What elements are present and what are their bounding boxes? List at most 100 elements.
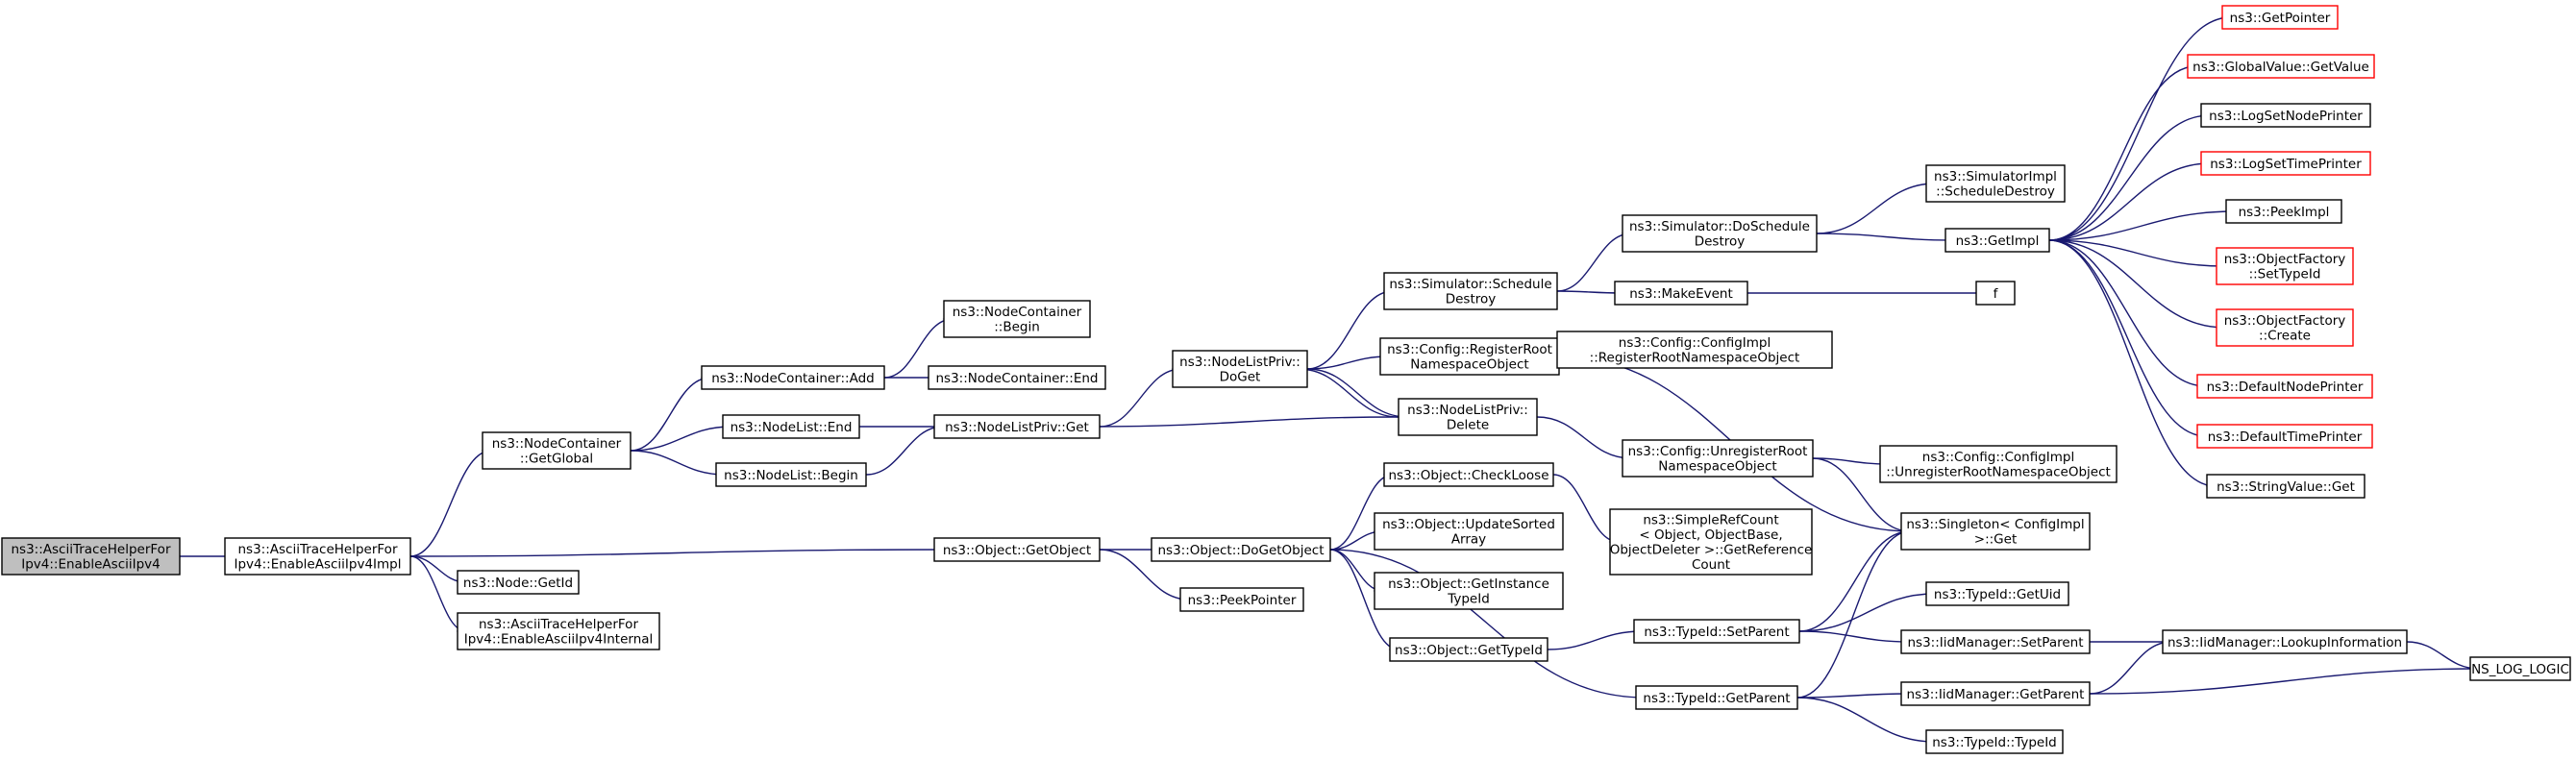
node-label: ns3::IidManager::LookupInformation	[2167, 635, 2402, 650]
node-of-set-type-id[interactable]: ns3::ObjectFactory::SetTypeId	[2216, 247, 2354, 285]
node-label: ::RegisterRootNamespaceObject	[1590, 351, 1800, 366]
node-nc-get-global[interactable]: ns3::NodeContainer::GetGlobal	[482, 431, 632, 470]
node-obj-get-object[interactable]: ns3::Object::GetObject	[933, 537, 1101, 562]
node-label: ns3::Node::GetId	[463, 576, 573, 591]
node-nc-begin[interactable]: ns3::NodeContainer::Begin	[943, 300, 1091, 338]
edge-sim-sched-destroy-to-make-event	[1556, 290, 1624, 294]
node-box	[2225, 199, 2342, 224]
node-of-create[interactable]: ns3::ObjectFactory::Create	[2216, 308, 2354, 347]
node-label: ns3::AsciiTraceHelperFor	[237, 542, 397, 557]
node-label: ns3::PeekPointer	[1188, 593, 1297, 608]
node-box	[2200, 151, 2371, 176]
node-log-set-time-printer[interactable]: ns3::LogSetTimePrinter	[2200, 151, 2371, 176]
node-sim-impl-sched-destroy[interactable]: ns3::SimulatorImpl::ScheduleDestroy	[1925, 164, 2066, 203]
node-box	[1374, 572, 1564, 610]
node-nlp-delete[interactable]: ns3::NodeListPriv::Delete	[1398, 398, 1538, 436]
node-box	[1925, 729, 2064, 754]
node-cfg-impl-reg[interactable]: ns3::Config::ConfigImpl::RegisterRootNam…	[1556, 331, 1833, 369]
node-gv-get-value[interactable]: ns3::GlobalValue::GetValue	[2187, 54, 2375, 79]
node-str-value-get[interactable]: ns3::StringValue::Get	[2206, 474, 2365, 499]
node-obj-check-loose[interactable]: ns3::Object::CheckLoose	[1383, 462, 1554, 487]
node-enable-impl[interactable]: ns3::AsciiTraceHelperForIpv4::EnableAsci…	[224, 537, 411, 576]
node-cfg-reg-root[interactable]: ns3::Config::RegisterRootNamespaceObject	[1379, 337, 1560, 376]
node-label: >::Get	[1974, 532, 2017, 548]
node-label: ns3::NodeContainer::End	[936, 371, 1099, 386]
node-box	[1622, 439, 1814, 478]
node-label: ::Create	[2259, 329, 2311, 344]
node-cfg-unreg-root[interactable]: ns3::Config::UnregisterRootNamespaceObje…	[1622, 439, 1814, 478]
node-sim-sched-destroy[interactable]: ns3::Simulator::ScheduleDestroy	[1383, 272, 1558, 310]
node-box	[1633, 619, 1800, 644]
node-box	[1609, 508, 1813, 576]
node-def-time-printer[interactable]: ns3::DefaultTimePrinter	[2196, 424, 2373, 449]
node-peek-impl[interactable]: ns3::PeekImpl	[2225, 199, 2342, 224]
node-nc-end[interactable]: ns3::NodeContainer::End	[928, 365, 1106, 390]
node-label: ns3::Config::ConfigImpl	[1619, 335, 1771, 351]
node-box	[1635, 685, 1798, 710]
edge-enable-impl-to-obj-get-object	[409, 549, 944, 557]
edge-get-impl-to-def-node-printer	[2048, 239, 2207, 387]
node-peek-pointer[interactable]: ns3::PeekPointer	[1179, 587, 1304, 612]
node-f[interactable]: f	[1975, 281, 2016, 306]
node-nlp-do-get[interactable]: ns3::NodeListPriv::DoGet	[1172, 350, 1308, 388]
node-tid-set-parent[interactable]: ns3::TypeId::SetParent	[1633, 619, 1800, 644]
node-label: ns3::Config::RegisterRoot	[1387, 342, 1552, 357]
node-nlp-get[interactable]: ns3::NodeListPriv::Get	[933, 414, 1101, 439]
node-label: ns3::Config::ConfigImpl	[1922, 450, 2074, 465]
node-enable-internal[interactable]: ns3::AsciiTraceHelperForIpv4::EnableAsci…	[457, 612, 660, 650]
node-iid-set-parent[interactable]: ns3::IidManager::SetParent	[1900, 629, 2091, 654]
node-box	[701, 365, 885, 390]
edge-nc-get-global-to-nl-begin	[630, 450, 726, 476]
node-box	[2196, 374, 2373, 399]
nodes-layer: ns3::AsciiTraceHelperForIpv4::EnableAsci…	[1, 5, 2571, 754]
edge-tid-set-parent-to-singleton-get	[1798, 530, 1911, 632]
node-root[interactable]: ns3::AsciiTraceHelperForIpv4::EnableAsci…	[1, 537, 181, 576]
edge-iid-get-parent-to-ns-log-logic	[2089, 668, 2480, 695]
node-label: ns3::AsciiTraceHelperFor	[479, 617, 638, 632]
node-label: ::ScheduleDestroy	[1936, 184, 2055, 200]
node-label: ns3::Object::UpdateSorted	[1382, 517, 1555, 532]
node-iid-lookup[interactable]: ns3::IidManager::LookupInformation	[2162, 629, 2408, 654]
node-label: ns3::ObjectFactory	[2224, 252, 2346, 267]
node-obj-get-type-id[interactable]: ns3::Object::GetTypeId	[1389, 637, 1548, 662]
node-ns-log-logic[interactable]: NS_LOG_LOGIC	[2469, 656, 2571, 681]
node-label: ::GetGlobal	[520, 452, 593, 467]
node-nc-add[interactable]: ns3::NodeContainer::Add	[701, 365, 885, 390]
node-nl-begin[interactable]: ns3::NodeList::Begin	[715, 462, 867, 487]
node-singleton-get[interactable]: ns3::Singleton< ConfigImpl>::Get	[1900, 512, 2091, 551]
node-cfg-impl-unreg[interactable]: ns3::Config::ConfigImpl::UnregisterRootN…	[1879, 445, 2118, 483]
node-iid-get-parent[interactable]: ns3::IidManager::GetParent	[1900, 681, 2091, 706]
node-get-pointer[interactable]: ns3::GetPointer	[2221, 5, 2339, 30]
node-log-set-node-printer[interactable]: ns3::LogSetNodePrinter	[2200, 103, 2371, 128]
node-make-event[interactable]: ns3::MakeEvent	[1614, 281, 1748, 306]
node-get-impl[interactable]: ns3::GetImpl	[1944, 228, 2050, 253]
node-label: ns3::IidManager::SetParent	[1908, 635, 2084, 650]
node-node-get-id[interactable]: ns3::Node::GetId	[457, 570, 580, 595]
node-nl-end[interactable]: ns3::NodeList::End	[722, 414, 860, 439]
node-simple-ref-count[interactable]: ns3::SimpleRefCount< Object, ObjectBase,…	[1609, 508, 1813, 576]
node-label: ObjectDeleter >::GetReference	[1610, 543, 1813, 558]
node-label: ns3::TypeId::GetParent	[1643, 691, 1790, 706]
node-label: ns3::Object::GetInstance	[1388, 576, 1549, 592]
node-def-node-printer[interactable]: ns3::DefaultNodePrinter	[2196, 374, 2373, 399]
edge-get-impl-to-log-set-time-printer	[2048, 162, 2211, 241]
node-label: ns3::Object::DoGetObject	[1157, 543, 1324, 558]
node-label: ns3::Singleton< ConfigImpl	[1906, 517, 2084, 532]
node-obj-do-get-object[interactable]: ns3::Object::DoGetObject	[1151, 537, 1331, 562]
node-tid-type-id[interactable]: ns3::TypeId::TypeId	[1925, 729, 2064, 754]
node-box	[1622, 214, 1818, 253]
node-label: ns3::PeekImpl	[2239, 205, 2330, 220]
node-tid-get-uid[interactable]: ns3::TypeId::GetUid	[1925, 581, 2069, 606]
node-tid-get-parent[interactable]: ns3::TypeId::GetParent	[1635, 685, 1798, 710]
node-label: TypeId	[1447, 592, 1490, 607]
node-box	[943, 300, 1091, 338]
edge-obj-do-get-object-to-obj-get-type-id	[1329, 549, 1399, 650]
node-label: ns3::ObjectFactory	[2224, 313, 2346, 329]
node-box	[715, 462, 867, 487]
edge-sim-sched-destroy-to-sim-do-sched-destroy	[1556, 233, 1632, 292]
node-label: NamespaceObject	[1410, 357, 1528, 373]
node-label: ns3::NodeListPriv::	[1407, 403, 1528, 418]
